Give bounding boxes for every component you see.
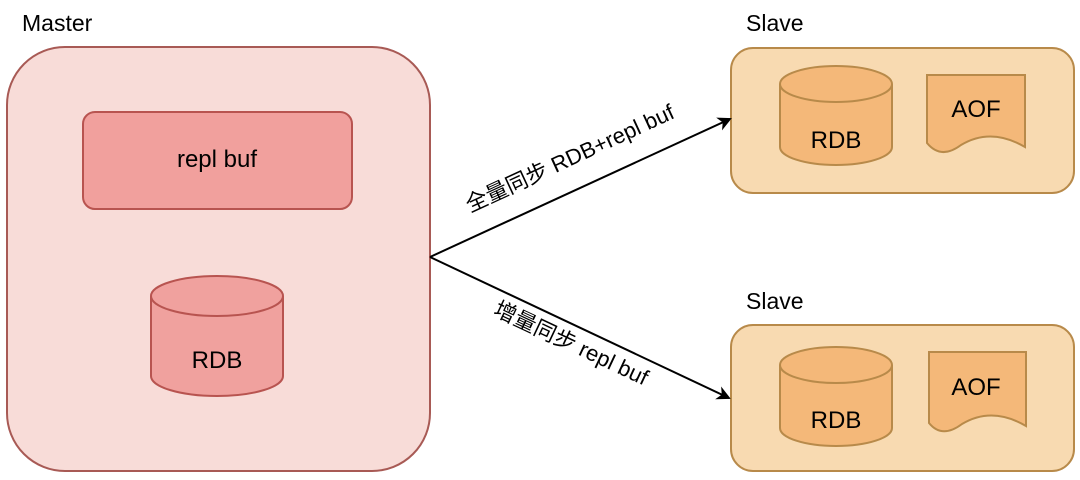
slave-top-rdb-label: RDB bbox=[811, 127, 862, 154]
full-sync-arrow bbox=[429, 117, 732, 258]
master-rdb-database: RDB bbox=[150, 275, 284, 397]
slave-bottom-rdb-label: RDB bbox=[811, 407, 862, 434]
master-repl-buffer-label: repl buf bbox=[177, 146, 257, 173]
slave-bottom-aof-document: AOF bbox=[928, 351, 1027, 433]
master-title: Master bbox=[22, 10, 93, 36]
incremental-sync-label: 增量同步 repl buf bbox=[490, 296, 653, 390]
slave-top-aof-document: AOF bbox=[926, 74, 1026, 153]
slave-bottom-aof-label: AOF bbox=[951, 374, 1000, 401]
slave-bottom-rdb-database: RDB bbox=[779, 346, 893, 447]
slave-top-aof-label: AOF bbox=[951, 96, 1000, 123]
master-rdb-label: RDB bbox=[192, 347, 243, 374]
master-node bbox=[6, 46, 431, 472]
master-repl-buffer bbox=[82, 111, 353, 210]
incremental-sync-arrow bbox=[429, 256, 731, 400]
slave-top-rdb-database: RDB bbox=[779, 65, 893, 166]
slave-title-top: Slave bbox=[746, 10, 804, 36]
slave-title-bottom: Slave bbox=[746, 288, 804, 314]
